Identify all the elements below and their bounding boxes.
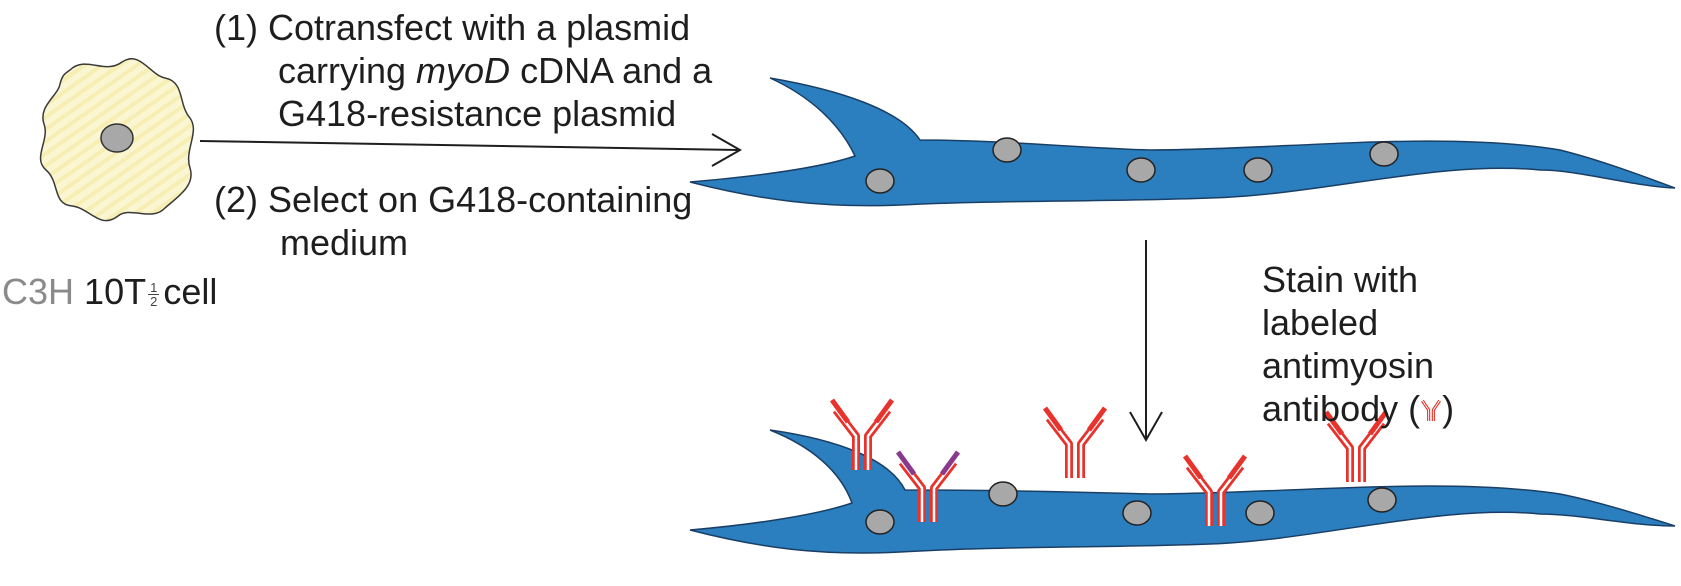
stain-line4-post: ) bbox=[1442, 388, 1454, 429]
step1-text: (1) Cotransfect with a plasmid carrying … bbox=[214, 6, 712, 135]
transfect-arrow bbox=[200, 134, 740, 166]
gene-name: myoD bbox=[416, 50, 510, 91]
step1-line2-pre: carrying bbox=[278, 50, 416, 91]
myotube-nucleus bbox=[1368, 488, 1396, 512]
antibody-icon bbox=[1045, 408, 1105, 478]
myotube-nucleus bbox=[993, 138, 1021, 162]
antibody-legend-icon bbox=[1420, 397, 1442, 423]
step1-line2-post: cDNA and a bbox=[510, 50, 712, 91]
fraction-numerator: 1 bbox=[148, 281, 159, 295]
cell-label-suffix: cell bbox=[163, 271, 217, 312]
cell-label-mid: 10T bbox=[84, 271, 146, 312]
stain-line4-pre: antibody ( bbox=[1262, 388, 1420, 429]
stain-arrow bbox=[1130, 240, 1162, 440]
cell-label-prefix: C3H bbox=[2, 271, 74, 312]
step1-line3: G418-resistance plasmid bbox=[214, 92, 712, 135]
myotube-nucleus bbox=[1246, 501, 1274, 525]
fraction-denominator: 2 bbox=[148, 295, 159, 308]
myotube-nucleus bbox=[1123, 501, 1151, 525]
myotube-lower bbox=[690, 430, 1675, 553]
stain-line4: antibody () bbox=[1262, 387, 1454, 430]
step2-line2: medium bbox=[214, 221, 692, 264]
step1-line1: (1) Cotransfect with a plasmid bbox=[214, 6, 712, 49]
myotube-upper bbox=[690, 78, 1675, 206]
myotube-nucleus bbox=[866, 169, 894, 193]
myotube-nucleus bbox=[1127, 158, 1155, 182]
myotube-nucleus bbox=[989, 482, 1017, 506]
myotube-nucleus bbox=[1244, 158, 1272, 182]
stain-line3: antimyosin bbox=[1262, 344, 1454, 387]
myotube-nucleus bbox=[866, 510, 894, 534]
stain-text: Stain with labeled antimyosin antibody (… bbox=[1262, 258, 1454, 430]
cell-nucleus bbox=[101, 124, 133, 152]
step2-text: (2) Select on G418-containing medium bbox=[214, 178, 692, 264]
step1-line2: carrying myoD cDNA and a bbox=[214, 49, 712, 92]
myotube-nucleus bbox=[1370, 142, 1398, 166]
step2-line1: (2) Select on G418-containing bbox=[214, 178, 692, 221]
stain-line1: Stain with bbox=[1262, 258, 1454, 301]
stain-line2: labeled bbox=[1262, 301, 1454, 344]
